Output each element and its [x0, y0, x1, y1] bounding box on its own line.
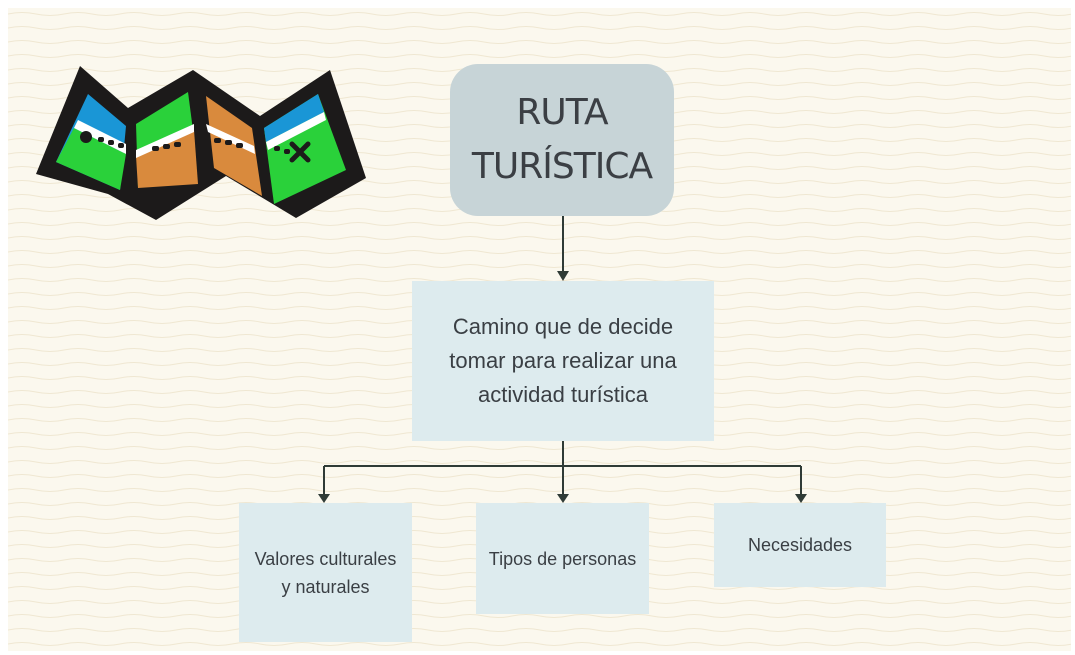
wave-line [8, 642, 1071, 646]
child-node-label: Tipos de personas [488, 548, 637, 569]
connector-lines [318, 216, 807, 503]
wave-line [8, 222, 1071, 226]
arrowhead-leaf-1 [318, 494, 330, 503]
arrowhead-leaf-2 [557, 494, 569, 503]
child-node-label: Necesidades [747, 535, 853, 555]
child-node-tipos: Tipos de personas [476, 503, 649, 614]
wave-line [8, 12, 1071, 16]
title-node: RUTA TURÍSTICA [450, 64, 674, 216]
title-text: RUTA TURÍSTICA [471, 92, 653, 187]
child-node-necesidades: Necesidades [714, 503, 886, 587]
wave-line [8, 264, 1071, 268]
wave-line [8, 488, 1071, 492]
wave-line [8, 474, 1071, 478]
wave-line [8, 460, 1071, 464]
wave-line [8, 614, 1071, 618]
definition-text: Camino que de decide tomar para realizar… [449, 314, 677, 407]
folded-map-icon [36, 66, 366, 220]
wave-line [8, 250, 1071, 254]
child-node-label: Valores culturales y naturales [254, 548, 397, 597]
wave-line [8, 236, 1071, 240]
wave-line [8, 446, 1071, 450]
arrowhead-definition [557, 271, 569, 281]
wave-line [8, 628, 1071, 632]
diagram-canvas: RUTA TURÍSTICA Camino que de decide toma… [8, 8, 1071, 651]
wave-line [8, 54, 1071, 58]
wave-line [8, 40, 1071, 44]
definition-node: Camino que de decide tomar para realizar… [412, 281, 714, 441]
wave-line [8, 278, 1071, 282]
arrowhead-leaf-3 [795, 494, 807, 503]
wave-line [8, 26, 1071, 30]
child-node-valores: Valores culturales y naturales [239, 503, 412, 642]
